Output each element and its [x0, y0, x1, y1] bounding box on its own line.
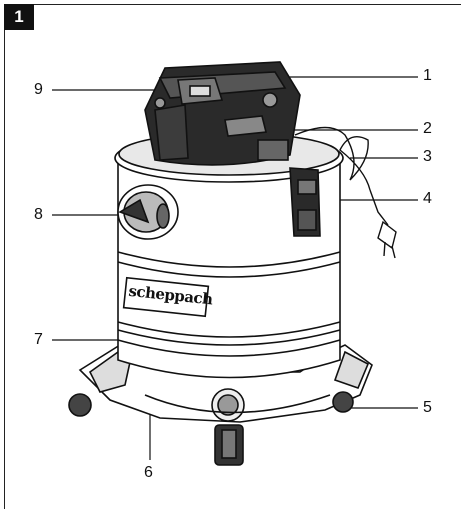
callout-7: 7 — [34, 332, 43, 348]
callout-8-label: 8 — [34, 206, 43, 223]
callout-1: 1 — [423, 68, 432, 84]
callout-3: 3 — [423, 149, 432, 165]
figure-number: 1 — [14, 7, 24, 26]
frame-top-border — [4, 4, 461, 5]
callout-2-label: 2 — [423, 120, 432, 137]
motor-head — [144, 61, 301, 166]
callout-3-label: 3 — [423, 148, 432, 165]
frame-left-border — [4, 4, 5, 509]
callout-6: 6 — [144, 465, 153, 481]
callout-1-label: 1 — [423, 67, 432, 84]
callout-4: 4 — [423, 191, 432, 207]
callout-2: 2 — [423, 121, 432, 137]
callout-4-label: 4 — [423, 190, 432, 207]
callout-7-label: 7 — [34, 331, 43, 348]
callout-8: 8 — [34, 207, 43, 223]
callout-5-label: 5 — [423, 399, 432, 416]
lid-latch — [289, 167, 321, 237]
power-cable — [294, 126, 397, 259]
callout-9: 9 — [34, 82, 43, 98]
callout-6-label: 6 — [144, 464, 153, 481]
suction-inlet — [117, 184, 179, 240]
callout-9-label: 9 — [34, 81, 43, 98]
callout-5: 5 — [423, 400, 432, 416]
figure-number-badge: 1 — [4, 4, 34, 30]
